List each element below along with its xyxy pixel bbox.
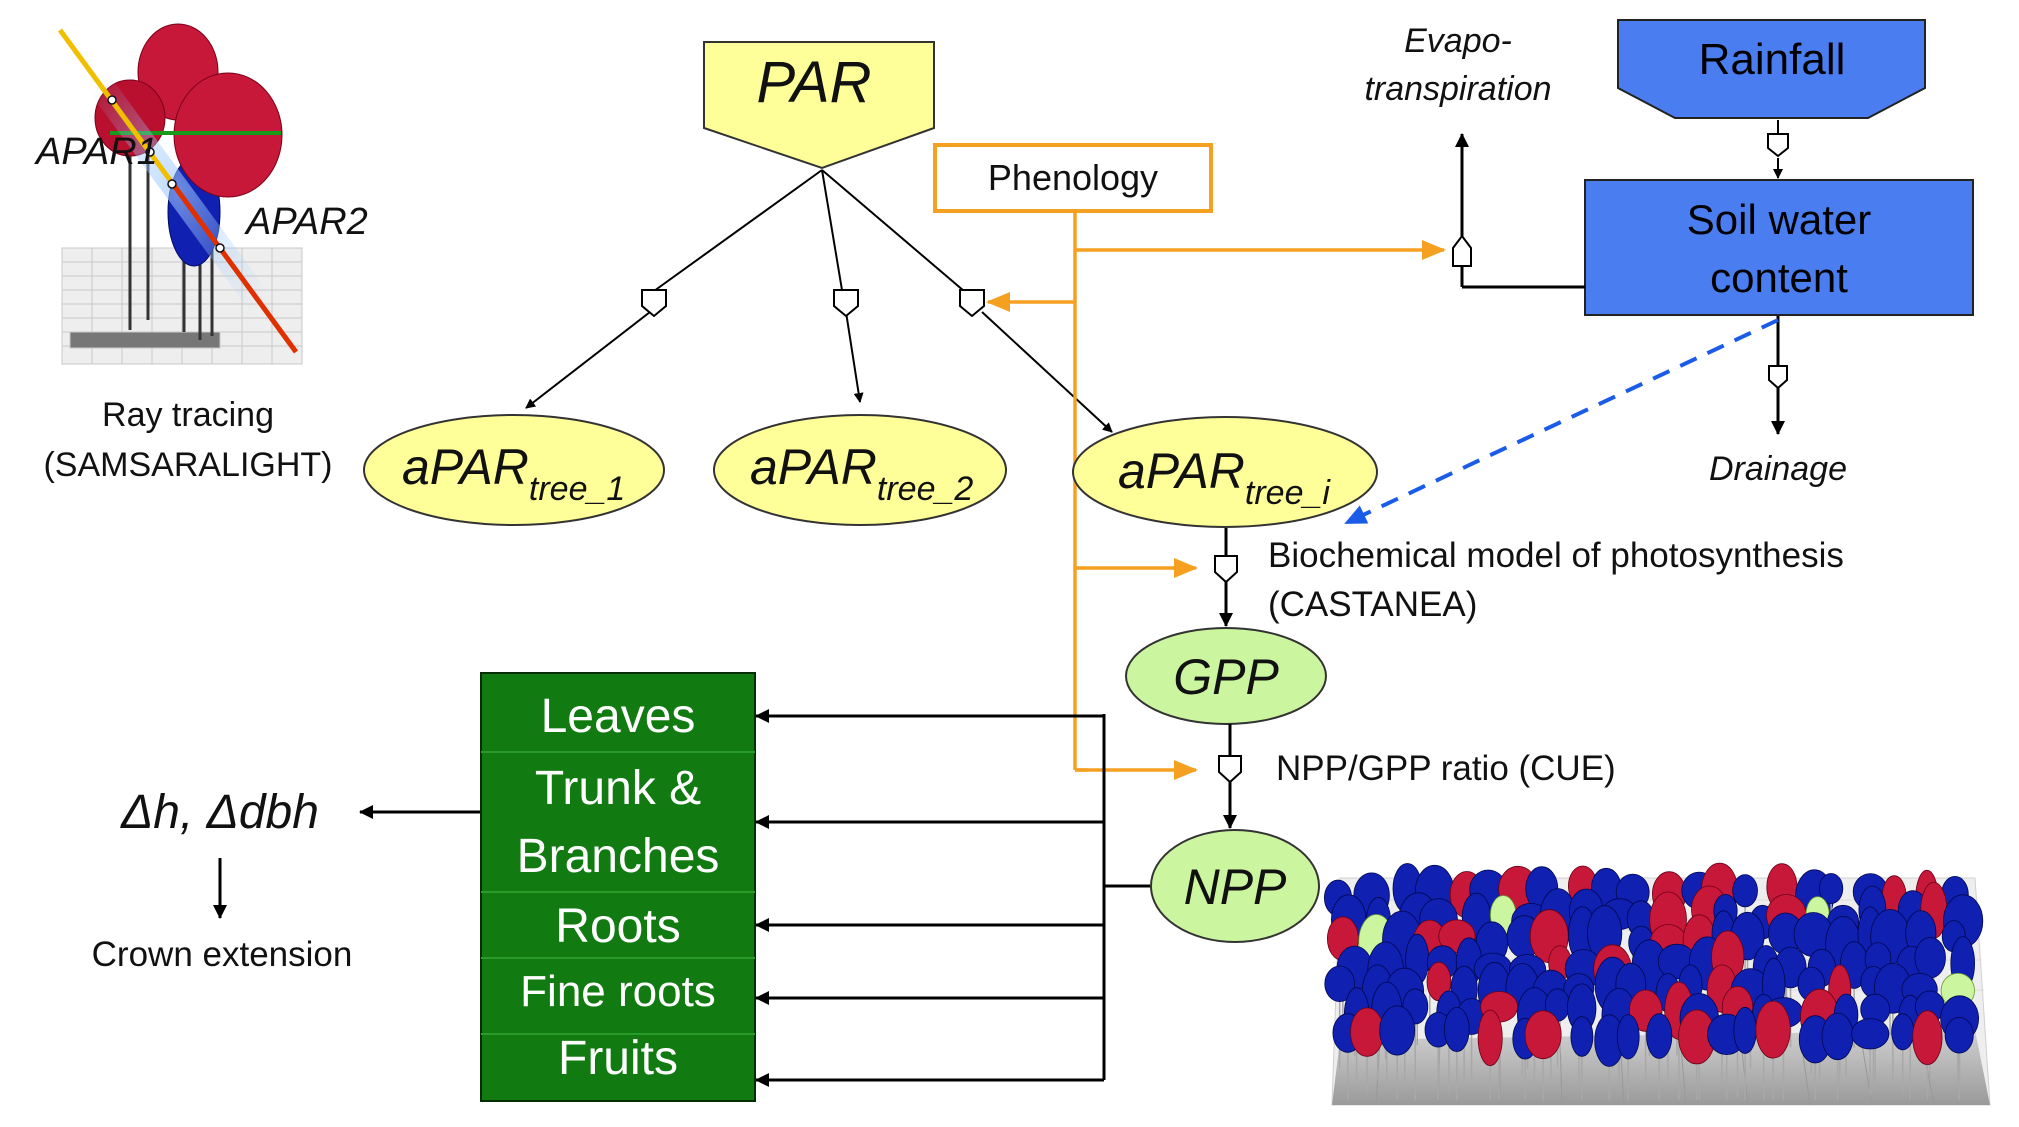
tree-crown	[1914, 937, 1946, 979]
allocation-trunk: Trunk &	[535, 762, 701, 815]
rainfall-source: Rainfall	[1617, 19, 1926, 119]
npp-node: NPP	[1150, 829, 1320, 943]
allocation-roots: Roots	[555, 900, 680, 953]
allocation-fruits: Fruits	[558, 1032, 678, 1085]
apar-tree-i-sub: tree_i	[1245, 474, 1331, 512]
valve-icon	[1767, 133, 1789, 158]
par-source: PAR	[703, 41, 935, 170]
tree-crown	[1819, 873, 1844, 904]
drainage-flow	[1768, 316, 1788, 435]
tree-crown	[1912, 1010, 1943, 1065]
tree-crown	[1733, 1006, 1757, 1054]
allocation-leaves: Leaves	[541, 690, 696, 743]
tree-crown	[1477, 1009, 1503, 1067]
allocation-arrows	[755, 709, 1150, 1087]
ray-intersection-point	[145, 147, 155, 157]
soil-water-content-label: content	[1710, 254, 1848, 301]
tree-crown	[1821, 1012, 1854, 1061]
apar-tree-1: aPARtree_1	[363, 414, 665, 526]
tree-crown	[1350, 1007, 1385, 1057]
crown-extension-label: Crown extension	[92, 935, 353, 974]
apar-tree-1-main: aPAR	[402, 439, 529, 495]
par-distribution-arrows	[525, 169, 1113, 433]
growth-delta-label: Δh, Δdbh	[120, 786, 319, 839]
forest-crowns	[1324, 862, 1984, 1100]
npp-label: NPP	[1184, 859, 1287, 915]
tree-crown	[1616, 1014, 1640, 1060]
soil-water-box: Soil water content	[1584, 179, 1974, 316]
ray-intersection-point	[167, 179, 177, 189]
tree-crown	[1851, 1018, 1890, 1050]
ray-tracing-illustration: APAR1 APAR2 Ray tracing (SAMSARALIGHT)	[34, 22, 368, 484]
allocation-branches: Branches	[517, 830, 720, 883]
transpiration-label: transpiration	[1364, 70, 1551, 108]
growth-output	[213, 805, 480, 919]
svg-text:aPARtree_1: aPARtree_1	[402, 439, 625, 508]
npp-flow	[1218, 724, 1242, 829]
ray-intersection-point	[215, 243, 225, 253]
rainfall-label: Rainfall	[1699, 35, 1846, 84]
tree-crown	[1891, 1013, 1915, 1051]
phenology-arrows	[986, 212, 1446, 780]
evapo-label: Evapo-	[1404, 22, 1512, 60]
tree-crown	[1646, 1013, 1673, 1059]
photosynthesis-model-label: Biochemical model of photosynthesis	[1268, 536, 1844, 575]
castanea-label: (CASTANEA)	[1268, 585, 1477, 624]
valve-icon	[641, 289, 667, 318]
cue-label: NPP/GPP ratio (CUE)	[1276, 749, 1616, 788]
tree-crown	[1944, 1016, 1974, 1054]
apar1-label: APAR1	[34, 131, 158, 173]
evapotranspiration-flow	[1452, 133, 1585, 289]
tree-crown	[1524, 1010, 1562, 1060]
tree-crown	[1324, 965, 1355, 1002]
valve-icon	[1452, 234, 1472, 267]
valve-icon	[1768, 365, 1788, 390]
phenology-label: Phenology	[988, 157, 1158, 198]
allocation-box: Leaves Trunk & Branches Roots Fine roots…	[480, 672, 756, 1102]
apar2-label: APAR2	[244, 201, 368, 243]
gpp-node: GPP	[1125, 627, 1327, 725]
ray-intersection-point	[107, 95, 117, 105]
tree-crown	[1755, 1000, 1791, 1059]
valve-icon	[1214, 555, 1238, 584]
valve-icon	[959, 289, 985, 318]
par-label: PAR	[757, 50, 872, 115]
forest-stand-illustration	[1324, 862, 1991, 1106]
apar-tree-2-sub: tree_2	[877, 470, 973, 508]
valve-icon	[833, 289, 859, 318]
apar-tree-2: aPARtree_2	[713, 414, 1007, 526]
soil-water-label: Soil water	[1687, 196, 1871, 243]
apar-tree-1-sub: tree_1	[529, 470, 625, 508]
tree-crown	[1444, 1007, 1470, 1053]
tree-crown	[1379, 1005, 1416, 1056]
tree-crown	[1570, 1016, 1594, 1057]
apar-tree-2-main: aPAR	[750, 439, 877, 495]
svg-text:aPARtree_2: aPARtree_2	[750, 439, 973, 508]
rainfall-flow	[1767, 120, 1789, 179]
gpp-label: GPP	[1173, 649, 1279, 705]
ray-tracing-caption: Ray tracing	[102, 396, 274, 434]
gpp-flow	[1214, 528, 1238, 627]
valve-icon	[1218, 755, 1242, 784]
flow-valves	[641, 289, 985, 318]
soil-water-to-photosynthesis-arrow	[1344, 318, 1779, 525]
allocation-fine-roots: Fine roots	[520, 967, 716, 1016]
samsaralight-caption: (SAMSARALIGHT)	[43, 446, 332, 484]
apar-tree-i: aPARtree_i	[1072, 416, 1378, 528]
phenology-box: Phenology	[933, 143, 1213, 213]
svg-text:aPARtree_i: aPARtree_i	[1118, 443, 1331, 512]
ray-segment-red	[167, 178, 299, 354]
tree-crown	[1732, 874, 1758, 908]
apar-tree-i-main: aPAR	[1118, 443, 1245, 499]
drainage-label: Drainage	[1709, 450, 1847, 488]
